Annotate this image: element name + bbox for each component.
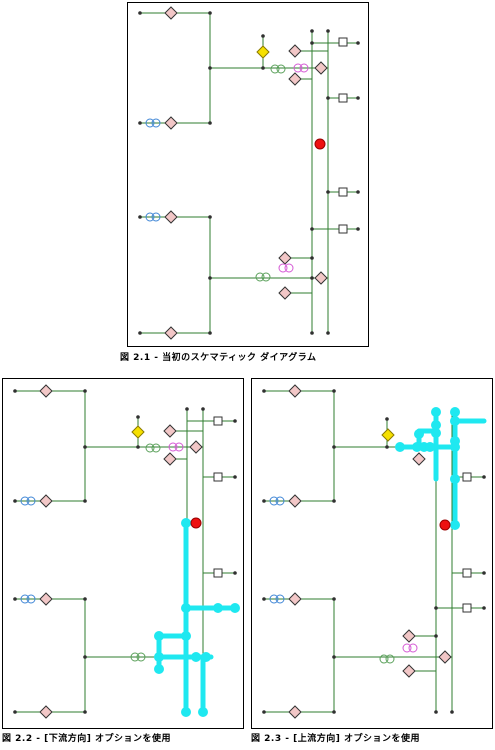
downstream-trace — [154, 518, 240, 717]
node-diamond — [39, 705, 53, 719]
node-diamond — [402, 629, 416, 643]
terminal-dots — [138, 11, 360, 335]
node-diamond — [278, 251, 292, 265]
terminal-square — [213, 568, 223, 578]
terminal-square — [462, 472, 472, 482]
feeder-diamond — [256, 45, 270, 59]
source-node — [439, 519, 451, 531]
transformer-symbol — [20, 442, 184, 662]
node-diamond — [278, 286, 292, 300]
node-diamond — [288, 592, 302, 606]
figure-1-caption: 図 2.1 - 当初のスケマティック ダイアグラム — [120, 353, 317, 363]
terminal-square — [338, 187, 348, 197]
source-node — [190, 517, 202, 529]
node-diamond — [288, 705, 302, 719]
figure-2-caption: 図 2.2 - [下流方向] オプションを使用 — [2, 734, 171, 744]
terminal-dots — [13, 389, 237, 714]
node-diamond — [39, 384, 53, 398]
node-diamond — [288, 494, 302, 508]
terminal-square — [338, 224, 348, 234]
node-diamond — [163, 452, 177, 466]
node-diamond — [163, 424, 177, 438]
node-diamond — [314, 271, 328, 285]
figure-1-panel — [127, 2, 369, 347]
figure-1-diagram — [138, 6, 360, 340]
node-diamond — [164, 6, 178, 20]
node-diamond — [288, 384, 302, 398]
terminal-dots — [262, 389, 486, 714]
source-node — [314, 138, 326, 150]
figure-3-caption: 図 2.3 - [上流方向] オプションを使用 — [251, 734, 420, 744]
node-diamond — [402, 664, 416, 678]
node-diamond — [288, 72, 302, 86]
node-diamond — [314, 61, 328, 75]
figure-3-panel — [251, 378, 493, 729]
upstream-trace — [395, 407, 487, 530]
node-diamond — [39, 494, 53, 508]
figure-2-panel — [2, 378, 244, 729]
transformer-symbol — [269, 496, 418, 664]
node-diamond — [164, 326, 178, 340]
figure-2-diagram — [13, 384, 240, 719]
node-diamond — [288, 44, 302, 58]
node-diamond — [189, 440, 203, 454]
terminal-square — [462, 603, 472, 613]
node-diamond — [164, 116, 178, 130]
transformer-symbol — [145, 63, 309, 282]
terminal-square — [213, 472, 223, 482]
terminal-square — [213, 416, 223, 426]
figure-3-diagram — [262, 384, 487, 719]
feeder-diamond — [131, 425, 145, 439]
terminal-square — [338, 93, 348, 103]
node-diamond — [39, 592, 53, 606]
node-diamond — [412, 452, 426, 466]
feeder-diamond — [381, 428, 395, 442]
node-diamond — [164, 210, 178, 224]
terminal-square — [462, 568, 472, 578]
node-diamond — [438, 650, 452, 664]
terminal-square — [338, 37, 348, 47]
network-wires — [140, 12, 358, 334]
